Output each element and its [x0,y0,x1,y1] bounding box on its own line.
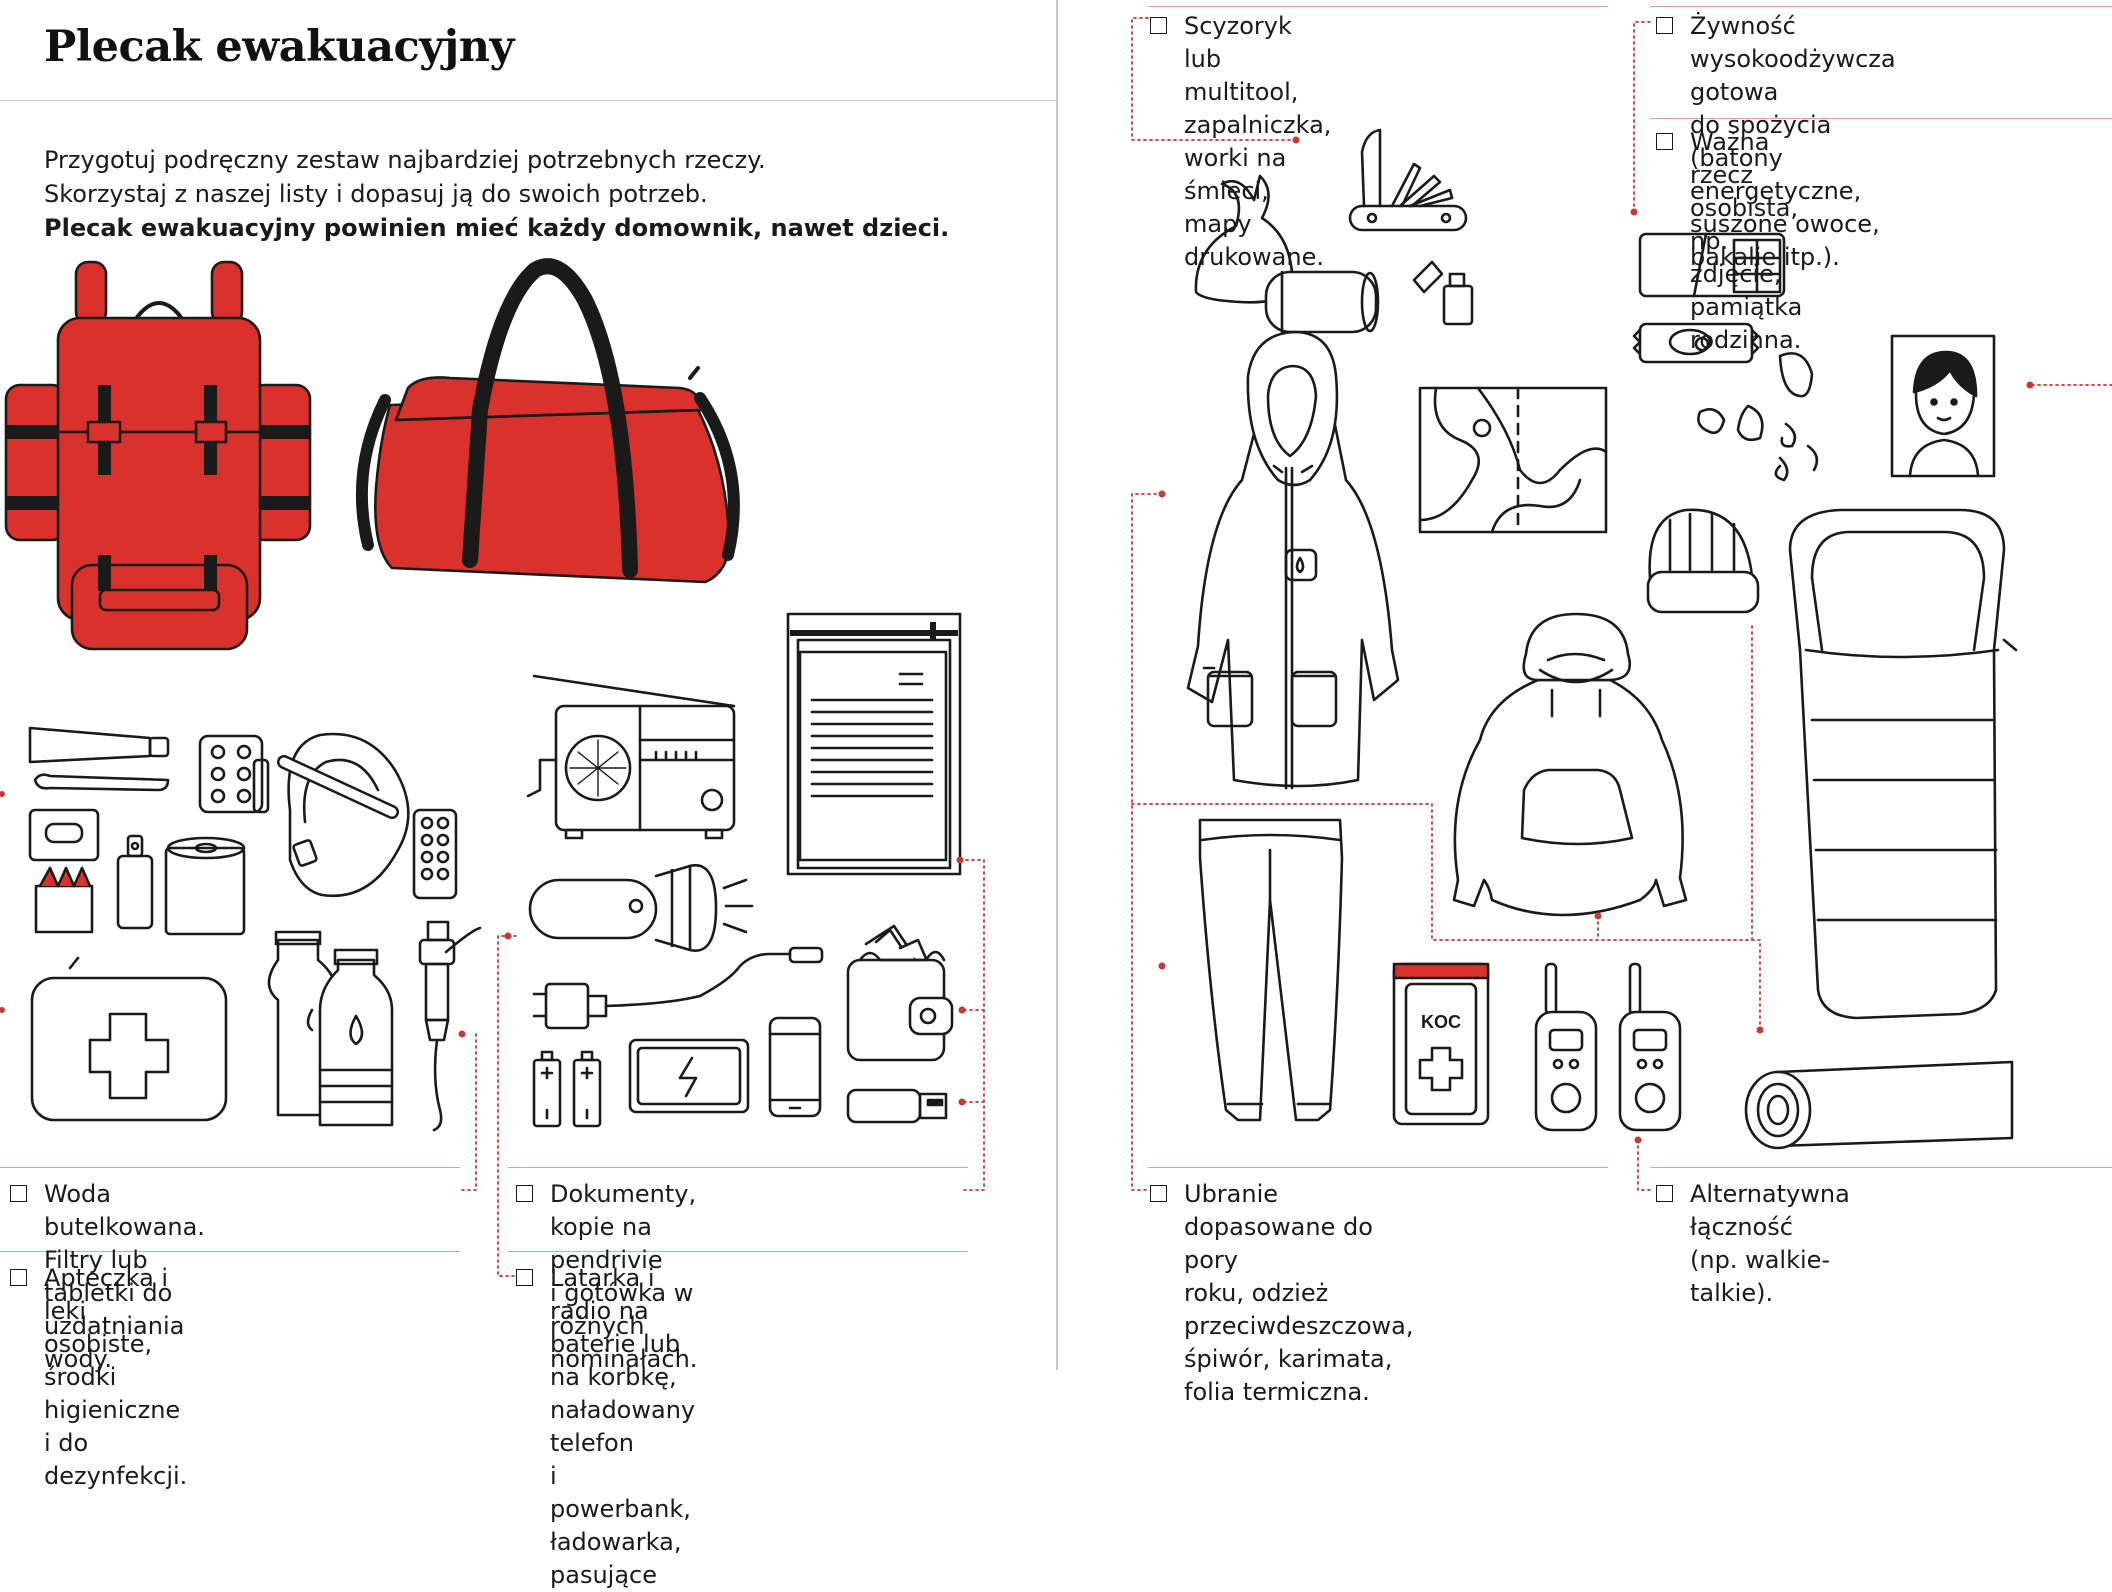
intro-bold-line: Plecak ewakuacyjny powinien mieć każdy d… [44,214,950,242]
sleeping-bag-icon [1788,508,2018,1020]
leader-lines [0,17,2112,1277]
pendrive-icon [846,1088,948,1124]
checkbox[interactable] [1150,1185,1167,1202]
spray-bottle-icon [116,834,154,930]
checklist-text: Apteczka i leki osobiste, środki higieni… [44,1264,188,1490]
blanket-label: KOC [1421,1012,1461,1032]
checkbox[interactable] [1150,17,1167,34]
water-filter-icon [418,920,482,1132]
checklist-text: Ubranie dopasowane do pory roku, odzież … [1184,1180,1414,1406]
pill-blister-icon [198,734,270,814]
separator-clothes [1148,1167,1608,1168]
charger-icon [532,946,824,1030]
illustrations: KOC [0,17,2112,1277]
flashlight-icon [528,864,754,952]
photo-icon [1890,334,1996,478]
checklist-text: Dokumenty, kopie na pendrivie i gotówka … [550,1180,698,1373]
checklist-text: Scyzoryk lub multitool, zapalniczka, wor… [1184,12,1332,271]
garbage-bag-icon [1194,174,1380,334]
multitool-icon [1348,128,1468,232]
toothpaste-icon [28,726,170,792]
toilet-paper-icon [164,836,246,936]
checkbox[interactable] [1656,1185,1673,1202]
checklist-text: Ważna rzecz osobista, np. zdjęcie, pamią… [1690,128,1803,354]
powerbank-icon [628,1038,750,1114]
separator-multitool [1148,6,1608,7]
batteries-icon [532,1050,602,1128]
sleeping-mat-icon [1744,1060,2014,1150]
title-box: Plecak ewakuacyjny [0,0,1057,101]
checkbox[interactable] [516,1185,533,1202]
map-icon [1418,386,1608,534]
checkbox[interactable] [1656,133,1673,150]
chocolate-bar-icon [1638,232,1786,298]
raincoat-icon [1186,330,1400,790]
intro-line-2: Skorzystaj z naszej listy i dopasuj ją d… [44,180,708,208]
checkbox[interactable] [10,1185,27,1202]
wet-wipes-icon [28,808,100,862]
separator-documents [508,1167,968,1168]
duffel-bag-icon [355,258,740,584]
separator-comms [1650,1167,2112,1168]
checklist-text: Alternatywna łączność (np. walkie-talkie… [1690,1180,1850,1307]
wallet-icon [846,924,954,1062]
checklist-text: Woda butelkowana. Filtry lub tabletki do… [44,1180,205,1373]
pill-strip-icon [412,808,458,900]
walkie-talkie-icon [1534,962,1682,1132]
lighter-icon [1412,260,1474,326]
separator-water [0,1167,460,1168]
intro-line-1: Przygotuj podręczny zestaw najbardziej p… [44,146,766,174]
page-title: Plecak ewakuacyjny [44,22,514,72]
checkbox[interactable] [516,1269,533,1286]
document-folder-icon [786,612,962,876]
first-aid-kit-icon [30,956,228,1122]
leader-dots [0,136,2034,1144]
separator-personal [1650,118,2112,119]
phone-icon [768,1016,822,1118]
checkbox[interactable] [10,1269,27,1286]
thermal-blanket-icon: KOC [1392,962,1490,1126]
checkbox[interactable] [1656,17,1673,34]
checklist-text: Żywność wysokoodżywcza gotowa do spożyci… [1690,12,1896,271]
energy-bar-icon [1632,322,1760,364]
backpack-icon [4,260,312,651]
water-bottles-icon [267,930,394,1127]
beanie-icon [1646,508,1760,614]
checklist-text: Latarka i radio na baterie lub na korbkę… [550,1264,696,1589]
separator-food [1650,6,2112,7]
cotton-swabs-icon [34,866,94,934]
separator-radio [508,1251,968,1252]
dried-fruit-icon [1697,352,1819,482]
intro-text: Przygotuj podręczny zestaw najbardziej p… [44,143,1004,245]
separator-firstaid [0,1251,460,1252]
trousers-icon [1198,818,1344,1122]
page-divider [1056,0,1058,1370]
hoodie-icon [1452,612,1688,917]
bandage-icon [277,732,410,898]
radio-icon [526,674,736,840]
